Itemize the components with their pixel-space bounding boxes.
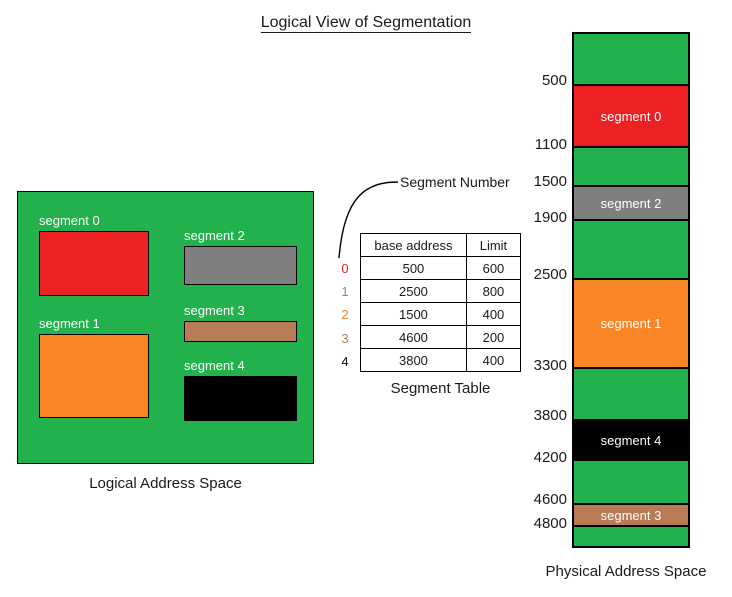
table-header-cell: base address xyxy=(360,233,467,257)
physical-boundary-label: 4200 xyxy=(533,449,567,466)
segment-number-label: 2 xyxy=(341,307,349,323)
logical-segment-label: segment 3 xyxy=(184,303,245,318)
physical-boundary-label: 1900 xyxy=(533,209,567,226)
physical-address-space-caption: Physical Address Space xyxy=(545,563,707,580)
physical-boundary-label: 2500 xyxy=(533,266,567,283)
segment-number-label: 3 xyxy=(341,330,349,346)
logical-segment-label: segment 4 xyxy=(184,358,245,373)
base-address-cell: 4600 xyxy=(360,325,467,349)
physical-segment-block: segment 3 xyxy=(574,503,688,527)
logical-segment-label: segment 1 xyxy=(39,316,100,331)
physical-boundary-label: 3800 xyxy=(533,407,567,424)
physical-segment-block: segment 2 xyxy=(574,185,688,221)
logical-segment-label: segment 0 xyxy=(39,213,100,228)
base-address-cell: 3800 xyxy=(360,348,467,372)
segment-number-label: 0 xyxy=(341,261,349,276)
limit-cell: 600 xyxy=(465,256,522,280)
logical-segment-block xyxy=(39,231,149,296)
physical-boundary-label: 4800 xyxy=(533,515,567,532)
segment-number-leader-line xyxy=(338,181,399,259)
limit-cell: 400 xyxy=(465,348,522,372)
limit-cell: 200 xyxy=(465,325,522,349)
base-address-cell: 1500 xyxy=(360,302,467,326)
physical-boundary-label: 1100 xyxy=(534,136,567,153)
limit-cell: 800 xyxy=(465,279,522,303)
physical-boundary-label: 3300 xyxy=(533,357,567,374)
physical-segment-label: segment 3 xyxy=(600,507,662,523)
logical-segment-block xyxy=(184,321,297,342)
physical-address-space: segment 0 segment 2 segment 1 segment 4 segm… xyxy=(572,32,690,548)
physical-segment-label: segment 2 xyxy=(600,195,662,211)
logical-segment-block xyxy=(184,246,297,285)
physical-boundary-label: 4600 xyxy=(533,491,567,508)
limit-cell: 400 xyxy=(465,302,522,326)
physical-segment-label: segment 0 xyxy=(600,108,662,124)
base-address-cell: 500 xyxy=(360,256,467,280)
table-header-cell: Limit xyxy=(465,233,522,257)
physical-segment-block: segment 4 xyxy=(574,419,688,461)
physical-boundary-label: 500 xyxy=(541,72,567,89)
physical-segment-label: segment 4 xyxy=(600,432,662,448)
segment-number-label: 4 xyxy=(341,353,349,369)
physical-segment-block: segment 0 xyxy=(574,84,688,148)
base-address-cell: 2500 xyxy=(360,279,467,303)
segment-table-caption: Segment Table xyxy=(390,380,491,397)
physical-boundary-label: 1500 xyxy=(533,173,567,190)
segment-number-annotation: Segment Number xyxy=(400,174,510,190)
physical-segment-block: segment 1 xyxy=(574,278,688,369)
logical-address-space-caption: Logical Address Space xyxy=(89,475,242,492)
logical-segment-block xyxy=(39,334,149,418)
page-title: Logical View of Segmentation xyxy=(0,14,732,33)
page-title-text: Logical View of Segmentation xyxy=(260,14,472,33)
logical-segment-block xyxy=(184,376,297,421)
physical-segment-label: segment 1 xyxy=(600,316,662,331)
logical-segment-label: segment 2 xyxy=(184,228,245,243)
segment-number-label: 1 xyxy=(341,284,349,300)
